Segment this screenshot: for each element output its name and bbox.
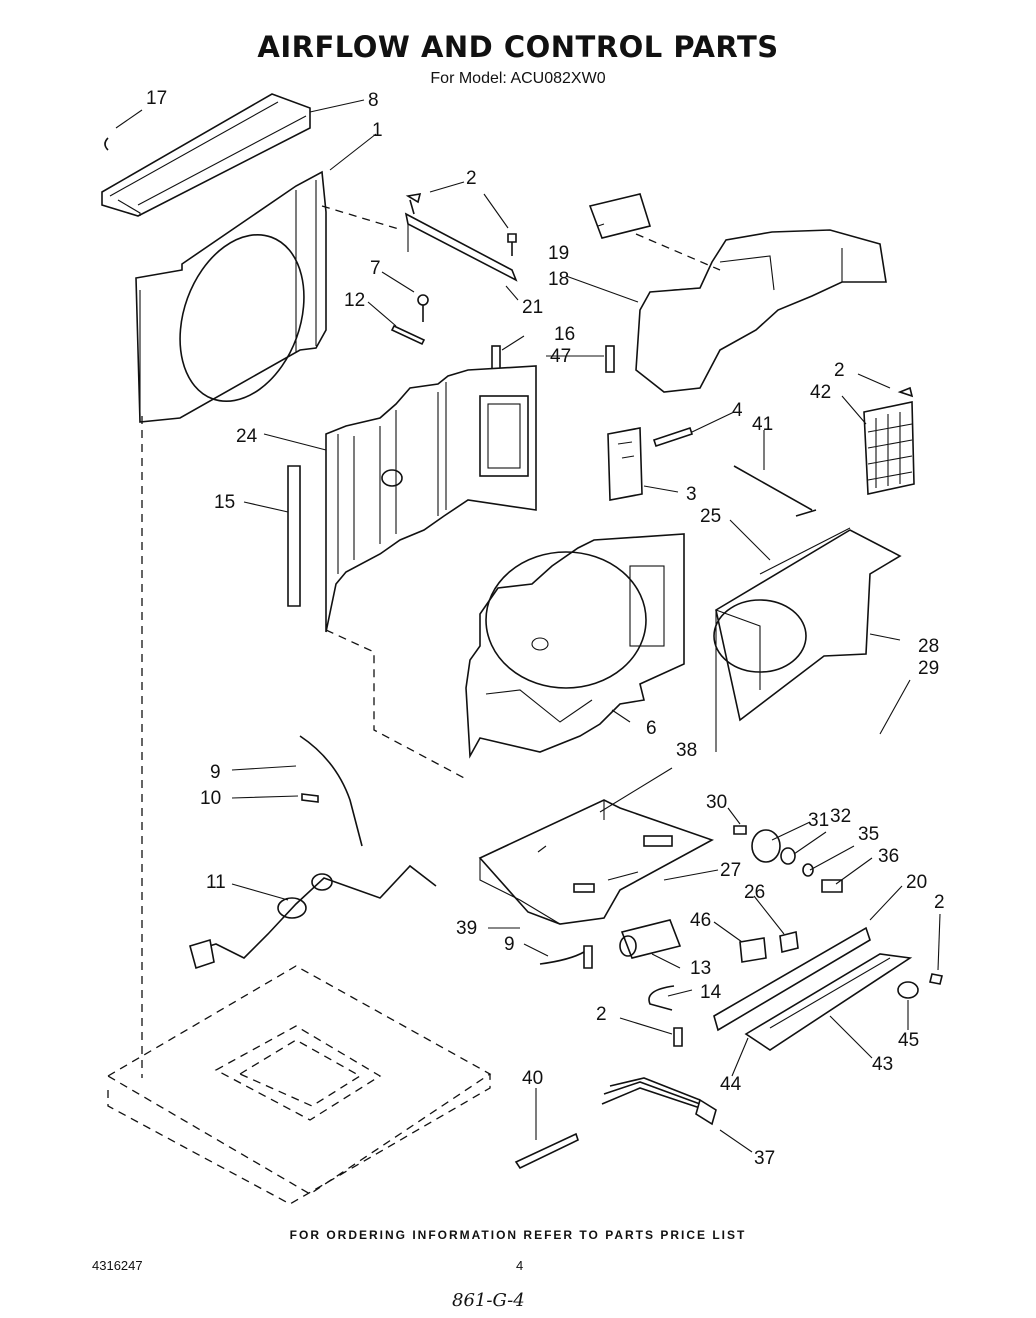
callout-44: 44 [720,1074,742,1095]
callout-28: 28 [918,636,939,657]
part-fan-shroud [135,170,327,423]
part-base-pan [106,965,492,1205]
callout-17: 17 [146,88,167,109]
part-screw-2e [583,945,593,969]
callout-2-strap: 2 [596,1004,607,1025]
callout-15: 15 [214,492,235,513]
callout-20: 20 [906,872,927,893]
callout-14: 14 [700,982,722,1003]
part-fan-housing [465,533,685,759]
callout-6: 6 [646,718,657,739]
callout-11: 11 [206,872,226,893]
callout-13: 13 [690,958,711,979]
callout-2-panel: 2 [934,892,945,913]
assembly-guide-lines [141,205,469,1078]
part-strap [648,985,675,1011]
part-screw-10 [301,793,319,803]
part-screw-2d [673,1027,683,1047]
callout-29: 29 [918,658,939,679]
leader-lines [115,99,941,1153]
callout-9: 9 [210,762,221,783]
part-air-duct [588,193,887,393]
part-clip [104,137,109,151]
callout-3: 3 [686,484,697,505]
part-switch-26 [779,931,799,953]
part-long-screw [514,1132,579,1170]
model-subtitle: For Model: ACU082XW0 [430,70,606,87]
callout-40: 40 [522,1068,543,1089]
callout-32: 32 [830,806,851,827]
callout-1: 1 [372,120,383,141]
callout-16: 16 [554,324,575,345]
part-bracket-47 [605,345,615,373]
part-wire-harness [601,1077,717,1126]
callout-47: 47 [550,346,571,367]
part-back-panel [325,365,537,633]
callout-26: 26 [744,882,765,903]
part-control-plate [607,426,694,501]
part-wire-9b [539,951,585,965]
part-top-bracket [404,193,518,282]
part-knob-45 [897,981,919,999]
part-base-tray [478,799,714,925]
callout-27: 27 [720,860,741,881]
callout-31: 31 [808,810,829,831]
part-seal-strip [287,465,301,607]
part-switch-46 [739,937,767,963]
handwritten-note: 861-G-4 [452,1290,525,1311]
part-screw [417,294,429,322]
callout-35: 35 [858,824,879,845]
callout-2: 2 [466,168,477,189]
part-rod [733,465,817,517]
callout-45: 45 [898,1030,919,1051]
callout-46: 46 [690,910,711,931]
document-number: 4316247 [92,1258,143,1273]
callout-21: 21 [522,297,543,318]
part-screw-2c [929,973,943,985]
callout-24: 24 [236,426,258,447]
callout-41: 41 [752,414,773,435]
page-number: 4 [516,1258,524,1273]
ordering-note: FOR ORDERING INFORMATION REFER TO PARTS … [289,1228,747,1242]
callout-37: 37 [754,1148,775,1169]
callout-4: 4 [732,400,743,421]
part-filter [863,386,915,495]
callout-25: 25 [700,506,721,527]
part-retainer [390,324,426,346]
callout-38: 38 [676,740,697,761]
callout-8: 8 [368,90,379,111]
callout-30: 30 [706,792,727,813]
callout-2-filter: 2 [834,360,845,381]
page-title: AIRFLOW AND CONTROL PARTS [257,30,779,64]
callout-42: 42 [810,382,831,403]
callout-12: 12 [344,290,365,311]
callout-7: 7 [370,258,381,279]
part-power-cord [189,864,437,970]
callout-43: 43 [872,1054,893,1075]
part-top-cover [101,93,311,217]
callout-9-base: 9 [504,934,515,955]
part-condenser-panel [713,527,902,752]
callout-18: 18 [548,269,569,290]
callout-36: 36 [878,846,899,867]
part-ground-wire [299,735,363,847]
part-control-panel [713,926,913,1051]
part-capacitor [619,919,682,959]
callout-19: 19 [548,243,569,264]
callout-10: 10 [200,788,221,809]
callout-39: 39 [456,918,477,939]
